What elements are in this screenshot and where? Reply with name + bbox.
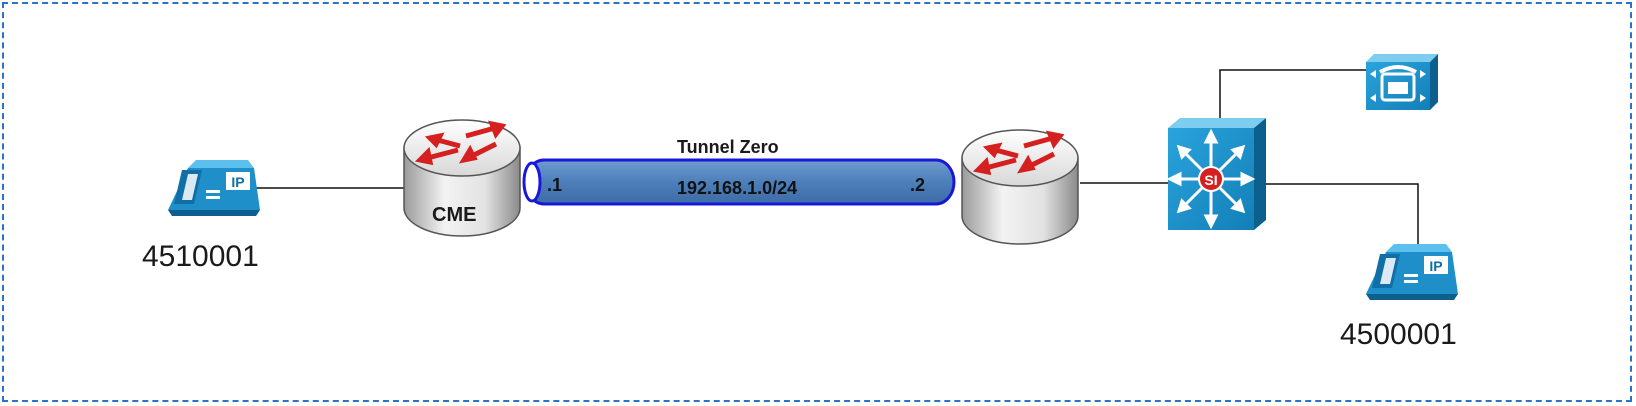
extension-label-right: 4500001 [1340,318,1457,351]
svg-text:IP: IP [1429,258,1442,274]
voice-server-icon [1366,54,1438,110]
svg-text:SI: SI [1204,172,1217,188]
link-switch-voicemail [1219,69,1368,120]
svg-text:IP: IP [231,174,244,190]
ip-phone-icon: IP [168,160,260,216]
tunnel [522,158,956,206]
link-switch-phone-right [1266,183,1419,252]
multilayer-switch-icon: SI [1166,118,1266,230]
tunnel-left-host: .1 [547,175,563,195]
links [256,69,1419,252]
router-icon [403,119,521,237]
tunnel-right-host: .2 [910,175,926,195]
router-label-cme: CME [432,204,477,226]
extension-label-left: 4510001 [142,240,259,273]
tunnel-left-end [522,161,542,203]
tunnel-network: 192.168.1.0/24 [677,178,798,198]
router-icon [961,129,1079,245]
ip-phone-icon: IP [1366,244,1458,300]
tunnel-title: Tunnel Zero [677,137,779,157]
